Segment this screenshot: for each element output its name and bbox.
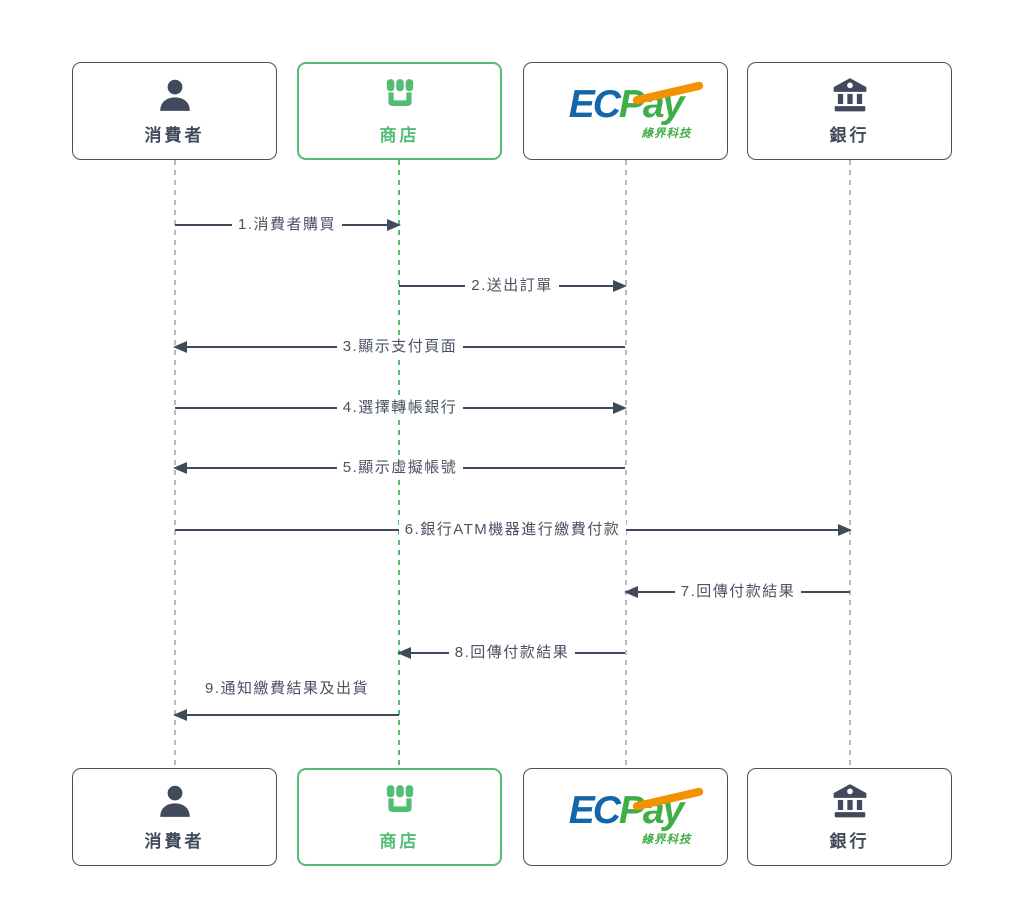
actor-label: 商店 (379, 832, 420, 851)
message-label: 2.送出訂單 (465, 276, 559, 296)
actor-bank-bottom: 銀行 (747, 768, 952, 866)
message-line (575, 652, 626, 654)
message-line (175, 224, 232, 226)
ecpay-subtext: 綠界科技 (641, 834, 692, 846)
message-line (463, 407, 626, 409)
message-label: 5.顯示虛擬帳號 (336, 458, 464, 478)
message-label: 9.通知繳費結果及出貨 (198, 679, 376, 699)
actor-consumer-bottom: 消費者 (72, 768, 277, 866)
lifeline-bank (849, 160, 851, 768)
message-line (175, 714, 287, 716)
message-line (175, 467, 337, 469)
bank-icon (833, 784, 866, 818)
message-line (399, 285, 466, 287)
message-label: 7.回傳付款結果 (674, 582, 802, 602)
message-line (463, 346, 626, 348)
message-line (463, 467, 626, 469)
actor-ecpay-top: ECPay 綠界科技 (523, 62, 728, 160)
message-label: 4.選擇轉帳銀行 (336, 398, 464, 418)
message-line (558, 285, 626, 287)
ecpay-logo: ECPay 綠界科技 (546, 81, 706, 140)
actor-consumer-top: 消費者 (72, 62, 277, 160)
actor-label: 消費者 (144, 126, 205, 145)
actor-bank-top: 銀行 (747, 62, 952, 160)
person-icon (159, 79, 190, 111)
message-label: 6.銀行ATM機器進行繳費付款 (398, 520, 627, 540)
ecpay-wordmark: ECPay (568, 83, 685, 126)
bank-icon (833, 78, 866, 112)
message-line (342, 224, 400, 226)
ecpay-wordmark: ECPay (568, 789, 685, 832)
person-icon (159, 785, 190, 817)
actor-label: 消費者 (144, 832, 205, 851)
message-line (626, 529, 850, 531)
ecpay-subtext: 綠界科技 (641, 128, 692, 140)
store-icon (386, 785, 413, 812)
message-line (626, 591, 675, 593)
message-label: 3.顯示支付頁面 (336, 337, 464, 357)
message-line (287, 714, 399, 716)
actor-shop-bottom: 商店 (297, 768, 502, 866)
message-line (801, 591, 851, 593)
message-line (175, 529, 399, 531)
actor-label: 銀行 (829, 832, 870, 851)
actor-label: 商店 (379, 126, 420, 145)
message-line (175, 407, 337, 409)
actor-shop-top: 商店 (297, 62, 502, 160)
message-label: 1.消費者購買 (232, 215, 343, 235)
message-line (399, 652, 449, 654)
message-label: 8.回傳付款結果 (448, 643, 576, 663)
actor-label: 銀行 (829, 126, 870, 145)
store-icon (386, 79, 413, 106)
message-line (175, 346, 337, 348)
actor-ecpay-bottom: ECPay 綠界科技 (523, 768, 728, 866)
lifeline-ecpay (625, 160, 627, 768)
ecpay-logo: ECPay 綠界科技 (546, 787, 706, 846)
